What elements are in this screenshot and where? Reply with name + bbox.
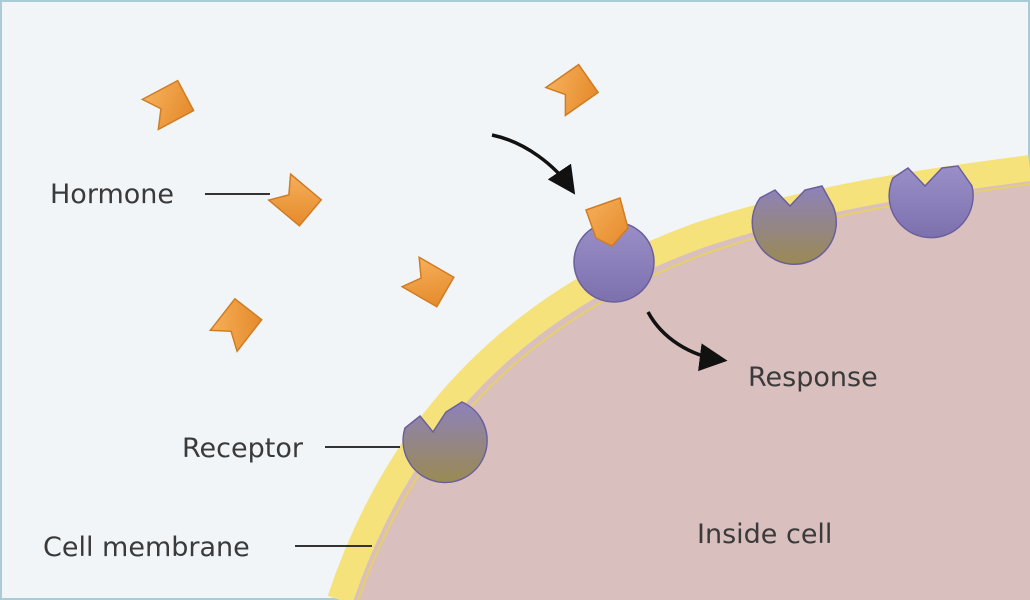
label-receptor: Receptor [182,433,304,464]
label-response: Response [748,362,878,393]
label-inside-cell: Inside cell [697,519,832,550]
label-cell-membrane: Cell membrane [43,532,250,563]
label-hormone: Hormone [50,179,174,210]
